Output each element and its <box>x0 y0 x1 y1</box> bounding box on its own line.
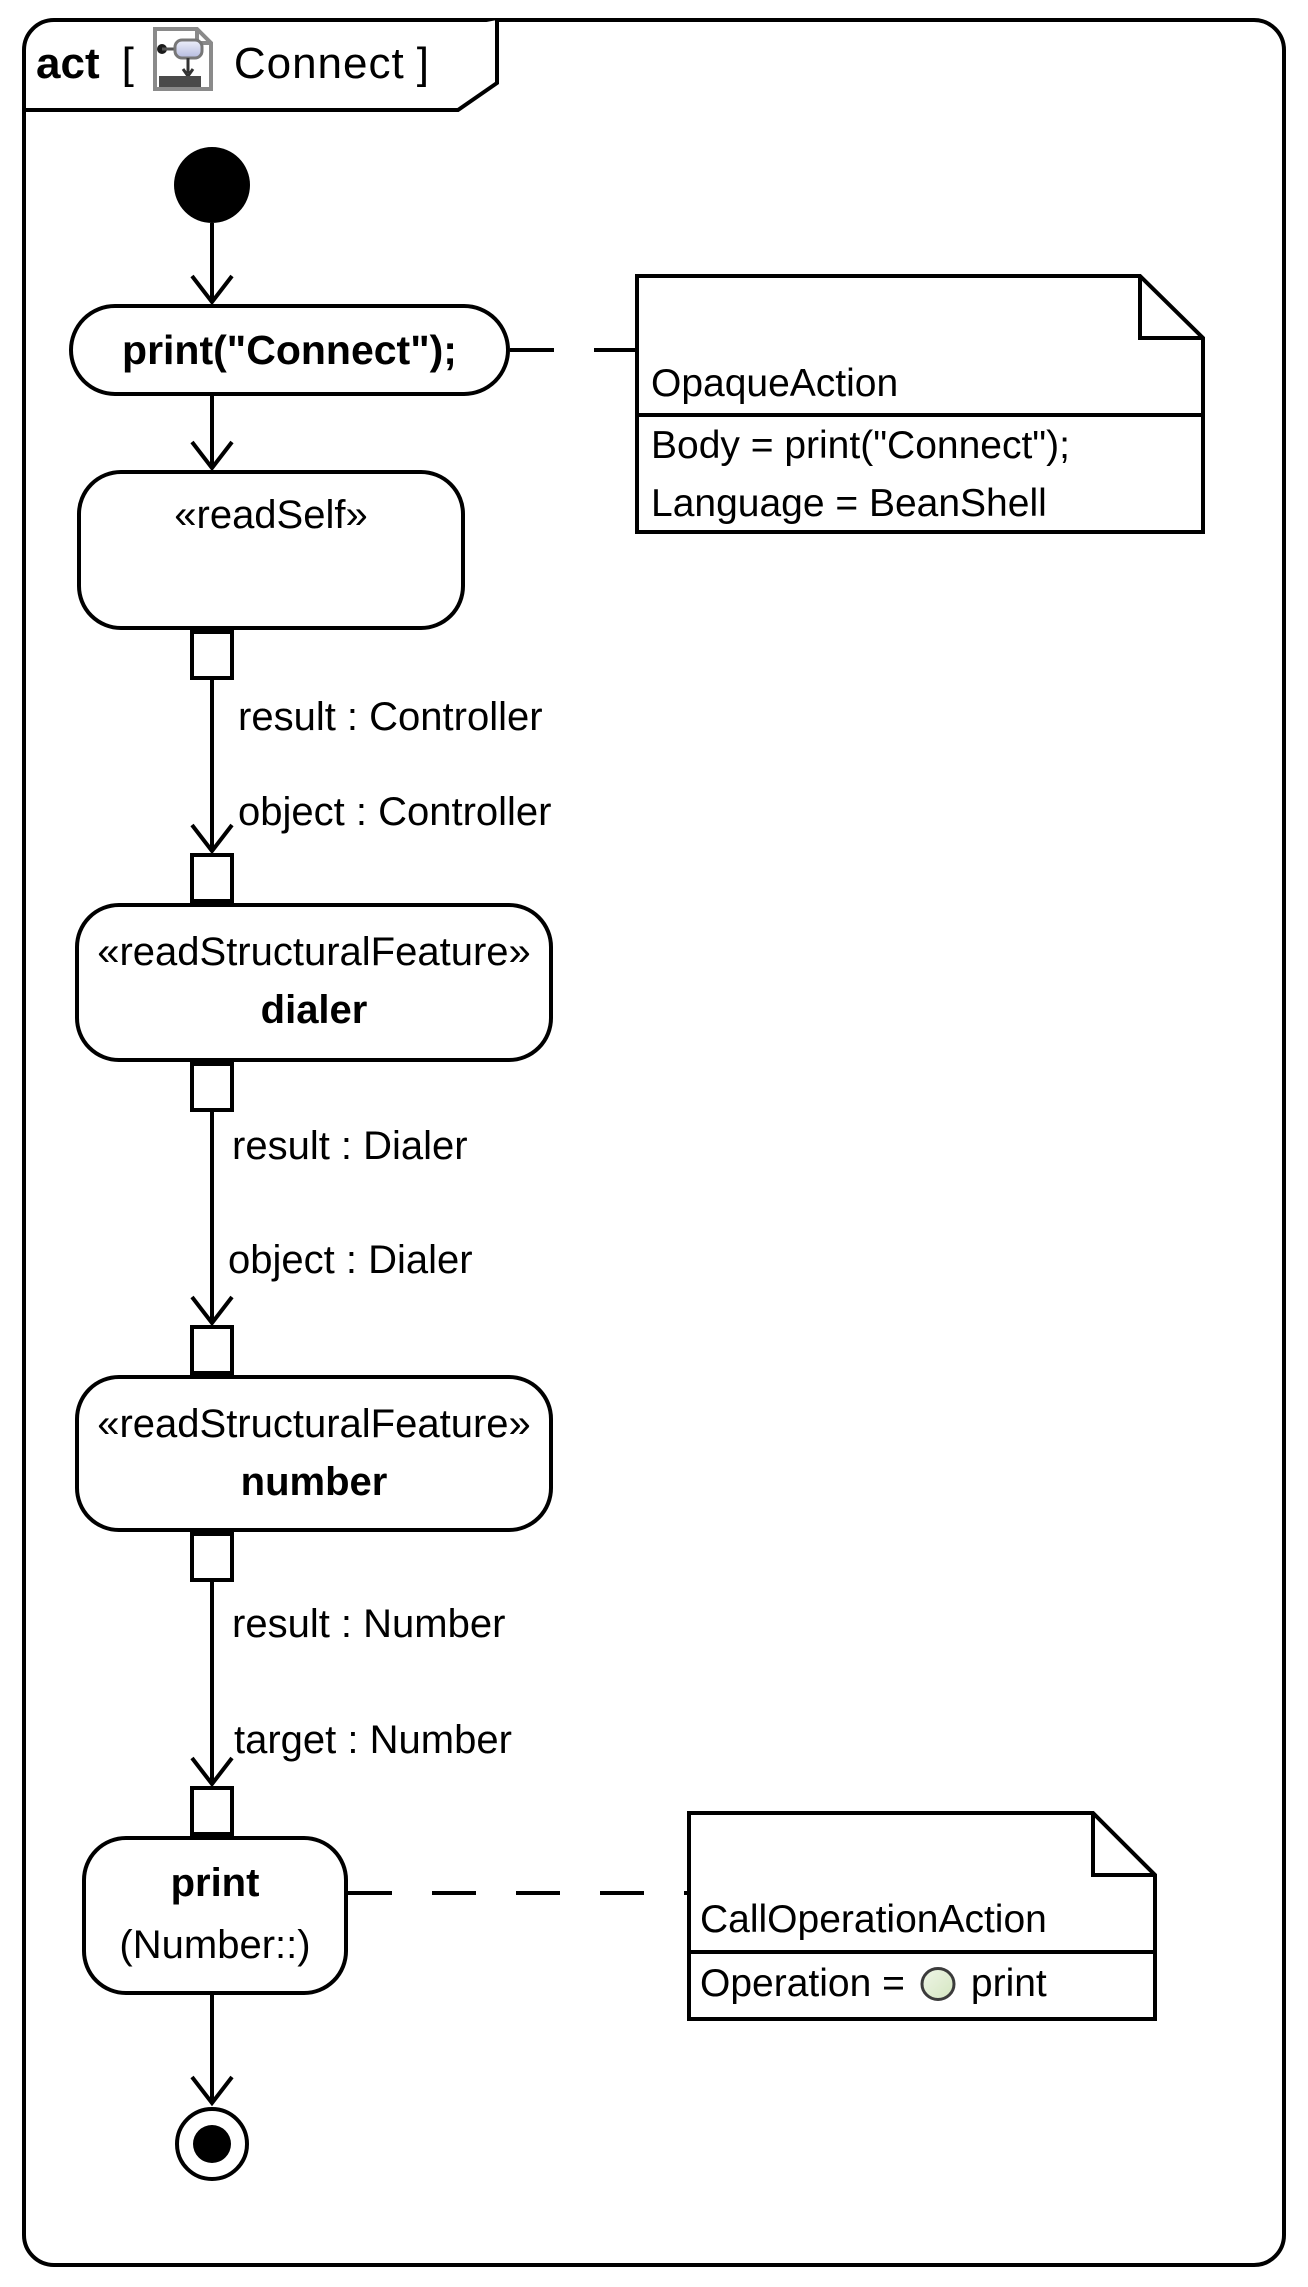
frame-open-bracket: [ <box>121 39 134 88</box>
action-node-readself[interactable]: «readSelf» <box>77 470 465 630</box>
pin-label-result-number: result : Number <box>232 1602 506 1646</box>
pin-label-object-dialer: object : Dialer <box>228 1238 473 1282</box>
feature-name: dialer <box>260 988 368 1032</box>
note-body-line: Body = print("Connect"); <box>651 424 1070 467</box>
note-shape-opaque-action[interactable] <box>635 274 1205 534</box>
edge-readself-to-dialer[interactable] <box>190 680 234 855</box>
operation-icon <box>919 1966 957 2002</box>
action-label: print("Connect"); <box>122 327 457 373</box>
operation-signature: (Number::) <box>119 1923 311 1967</box>
note-body-line: Language = BeanShell <box>651 482 1047 525</box>
edge-number-to-print[interactable] <box>190 1582 234 1788</box>
stereotype-label: «readStructuralFeature» <box>97 930 531 974</box>
activity-final-node[interactable] <box>175 2107 249 2181</box>
frame-diagram-name: Connect <box>233 39 405 88</box>
feature-name: number <box>240 1460 388 1504</box>
operation-name: print <box>170 1861 260 1905</box>
frame-tab-outline <box>24 20 499 112</box>
input-pin-print-target[interactable] <box>190 1786 234 1836</box>
action-node-read-number[interactable]: «readStructuralFeature» number <box>75 1375 553 1532</box>
output-pin-readself-result[interactable] <box>190 630 234 680</box>
operation-value: print <box>970 1962 1047 2005</box>
pin-label-target-number: target : Number <box>234 1718 512 1762</box>
action-node-read-dialer[interactable]: «readStructuralFeature» dialer <box>75 903 553 1062</box>
stereotype-label: «readSelf» <box>174 493 368 537</box>
operation-property-label: Operation = <box>700 1962 905 2005</box>
frame-keyword: act <box>36 39 100 88</box>
initial-node[interactable] <box>174 147 250 223</box>
note-title-call-operation-action: CallOperationAction <box>700 1898 1047 1941</box>
output-pin-number-result[interactable] <box>190 1532 234 1582</box>
diagram-frame-border <box>22 18 1286 2267</box>
note-body-operation: Operation = print <box>700 1962 1047 2006</box>
frame-close-bracket: ] <box>416 39 429 88</box>
pin-label-result-controller: result : Controller <box>238 695 543 739</box>
pin-label-result-dialer: result : Dialer <box>232 1124 468 1168</box>
edge-initial-to-action[interactable] <box>190 223 234 306</box>
edge-print-to-final[interactable] <box>190 1995 234 2107</box>
input-pin-dialer-object[interactable] <box>190 853 234 903</box>
pin-label-object-controller: object : Controller <box>238 790 552 834</box>
action-node-print-connect[interactable]: print("Connect"); <box>69 304 510 396</box>
output-pin-dialer-result[interactable] <box>190 1062 234 1112</box>
edge-action-to-readself[interactable] <box>190 396 234 472</box>
stereotype-label: «readStructuralFeature» <box>97 1402 531 1446</box>
frame-tab: act [ Connect ] <box>36 24 429 104</box>
action-node-call-print[interactable]: print (Number::) <box>82 1836 348 1995</box>
edge-dialer-to-number[interactable] <box>190 1112 234 1327</box>
input-pin-number-object[interactable] <box>190 1325 234 1375</box>
activity-diagram-icon <box>148 24 218 105</box>
note-title-opaque-action: OpaqueAction <box>651 362 899 405</box>
note-shape-call-operation-action[interactable] <box>687 1811 1157 2021</box>
